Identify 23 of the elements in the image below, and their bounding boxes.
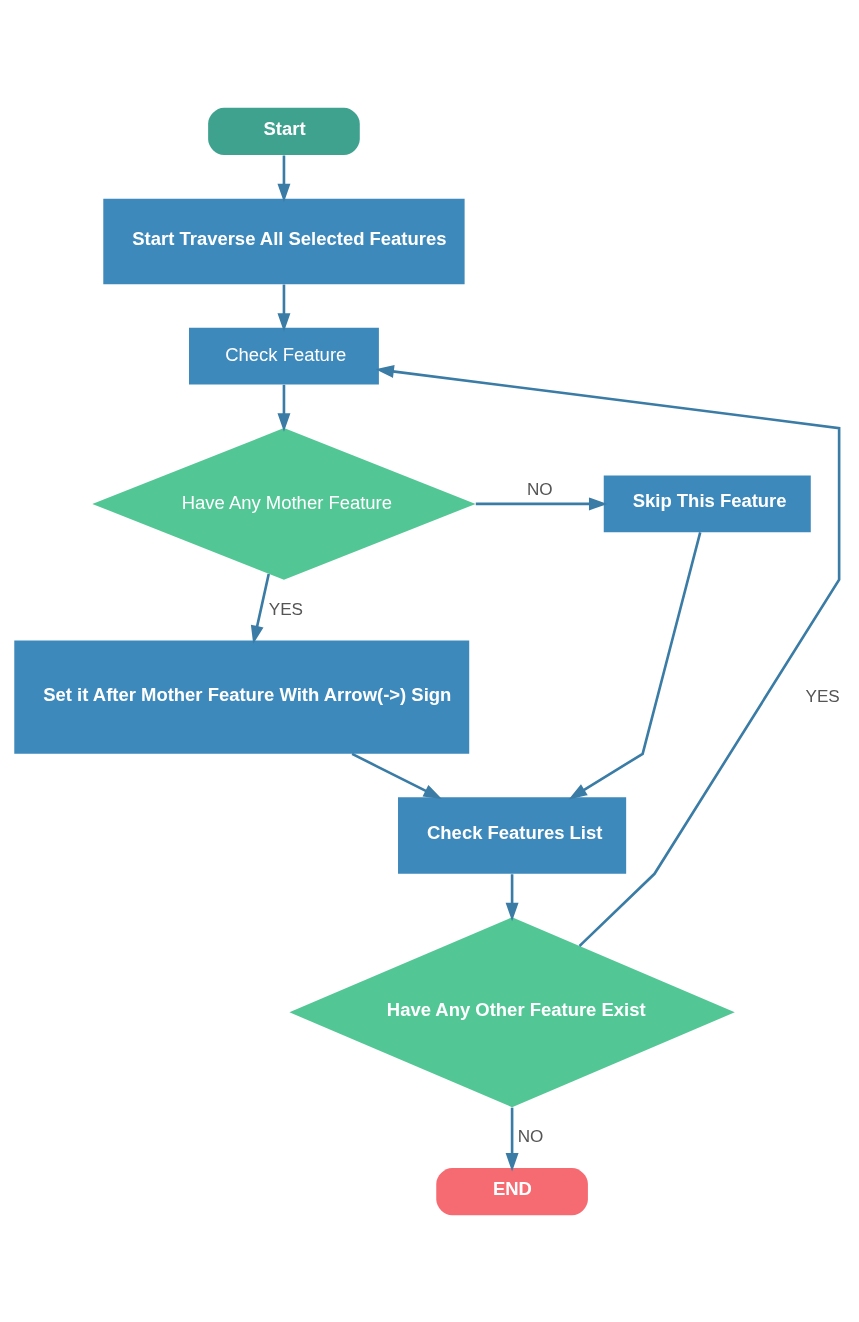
arrow — [475, 496, 607, 510]
edge-label: YES — [805, 685, 840, 706]
arrow — [277, 284, 290, 332]
node-box: Check Feature — [188, 327, 379, 385]
node-box: Skip This Feature — [603, 475, 811, 532]
arrow — [568, 531, 701, 799]
edge-label: NO — [517, 1125, 543, 1146]
edge-label: NO — [526, 478, 553, 499]
node-diamond: Have Any Mother Feature — [91, 427, 476, 580]
arrow — [505, 873, 519, 921]
arrow — [351, 752, 442, 799]
arrow — [277, 384, 290, 432]
arrow — [374, 364, 840, 947]
node-box: END — [435, 1167, 588, 1215]
edge-label: YES — [268, 598, 303, 619]
node-box: Start — [207, 107, 360, 155]
node-box: Check Features List — [397, 796, 626, 874]
node-diamond: Have Any Other Feature Exist — [288, 916, 735, 1107]
arrow — [276, 155, 290, 202]
arrow — [250, 573, 270, 644]
node-box: Set it After Mother Feature With Arrow(->) Sign — [13, 639, 469, 754]
arrow — [505, 1107, 519, 1172]
node-box: Start Traverse All Selected Features — [102, 198, 465, 284]
